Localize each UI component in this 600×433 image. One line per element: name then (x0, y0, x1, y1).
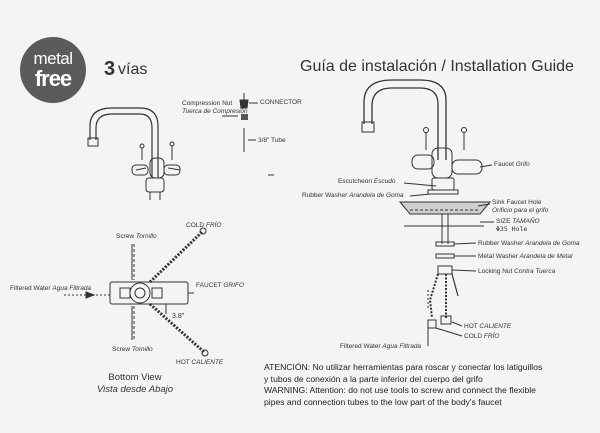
label-rubber-washer-top: Rubber Washer Arandela de Goma (302, 192, 404, 200)
compression-nut-en: Compression Nut (182, 100, 233, 107)
rubber-bottom-en: Rubber Washer (478, 240, 524, 247)
label-cold-right: COLD FRÍO (464, 333, 499, 341)
connector-parts (222, 93, 274, 176)
hot-es: CALIENTE (191, 359, 224, 366)
faucet-right-en: Faucet (494, 161, 514, 168)
locknut-en: Locking Nut (478, 268, 513, 275)
label-filtered-water: Filtered Water Agua Filtrada (10, 285, 91, 293)
escutcheon-es: Escudo (373, 178, 396, 185)
label-connector: CONNECTOR (260, 99, 302, 106)
filtered-right-es: Agua Filtrada (382, 343, 422, 350)
note-es-line1: ATENCIÓN: No utilizar herramientas para … (264, 362, 543, 372)
rubber-top-en: Rubber Washer (302, 192, 348, 199)
compression-nut-es: Tuerca de Compresión (182, 107, 248, 115)
bottom-view-en: Bottom View (108, 372, 162, 383)
faucet-es: GRIFO (223, 282, 244, 289)
locknut-es: Contra Tuerca (514, 268, 556, 275)
label-screw-top: Screw Tornillo (116, 233, 157, 241)
label-sink-hole: Sink Faucet Hole Orificio para el grifo (492, 199, 548, 214)
label-escutcheon: Escutcheon Escudo (338, 178, 395, 186)
logo-line2: free (34, 66, 72, 91)
label-cold: COLD FRÍO (186, 222, 221, 230)
bottom-view-es: Vista desde Abajo (96, 384, 174, 395)
label-tube: 3/8" Tube (258, 137, 286, 144)
note-es-line2: y tubos de conexión a la parte inferior … (264, 373, 483, 384)
sink-hole-es: Orificio para el grifo (492, 206, 549, 214)
cold-right-es: FRÍO (483, 333, 500, 340)
label-metal-washer: Metal Washer Arandela de Metal (478, 253, 572, 261)
hot-right-es: CALIENTE (479, 323, 512, 330)
logo-line1: metal (33, 49, 73, 68)
hot-right-en: HOT (464, 323, 478, 330)
rubber-bottom-es: Arandela de Goma (525, 240, 580, 247)
faucet-en: FAUCET (196, 282, 222, 289)
filtered-es: Agua Filtrada (52, 285, 92, 292)
bottom-view-drawing (64, 227, 209, 357)
label-size-right: SIZE TAMAÑO Φ35 Hole (496, 218, 540, 233)
screw-bottom-es: Tornillo (131, 346, 153, 353)
note-en-line1: WARNING: Attention: do not use tools to … (264, 385, 536, 395)
screw-top-es: Tornillo (135, 233, 157, 240)
faucet-right-es: Grifo (515, 161, 530, 168)
faucet-drawing-large (361, 79, 494, 346)
brand-number: 3 (104, 58, 116, 80)
label-screw-bottom: Screw Tornillo (112, 346, 153, 354)
bottom-view-caption: Bottom View Vista desde Abajo (90, 372, 180, 396)
cold-right-en: COLD (464, 333, 483, 340)
rubber-top-es: Arandela de Goma (349, 192, 404, 199)
metal-washer-en: Metal Washer (478, 253, 518, 260)
note-en-line2: pipes and connection tubes to the low pa… (264, 396, 502, 407)
warning-notes: ATENCIÓN: No utilizar herramientas para … (264, 362, 542, 408)
hot-en: HOT (176, 359, 190, 366)
label-size: 3.8" (172, 313, 185, 320)
metal-washer-es: Arandela de Metal (519, 253, 573, 260)
screw-bottom-en: Screw (112, 346, 131, 353)
label-filtered-water-right: Filtered Water Agua Filtrada (340, 343, 421, 351)
label-faucet-right: Faucet Grifo (494, 161, 530, 169)
size-right-es: TAMAÑO (512, 218, 540, 225)
metal-free-logo: metal free (20, 37, 86, 103)
label-faucet: FAUCET GRIFO (196, 282, 244, 290)
size-right-en: SIZE (496, 218, 511, 225)
page-title: Guía de instalación / Installation Guide (300, 58, 574, 75)
filtered-en: Filtered Water (10, 285, 51, 292)
label-rubber-washer-bottom: Rubber Washer Arandela de Goma (478, 240, 580, 248)
label-hot-right: HOT CALIENTE (464, 323, 511, 331)
sink-hole-en: Sink Faucet Hole (492, 199, 542, 206)
brand-word: vías (118, 61, 148, 78)
hole-size: Φ35 Hole (496, 224, 528, 233)
screw-top-en: Screw (116, 233, 135, 240)
cold-es: FRÍO (205, 222, 222, 229)
cold-en: COLD (186, 222, 205, 229)
label-hot: HOT CALIENTE (176, 359, 223, 367)
escutcheon-en: Escutcheon (338, 178, 372, 185)
faucet-drawing-small (87, 107, 181, 200)
label-locking-nut: Locking Nut Contra Tuerca (478, 268, 555, 276)
label-compression-nut: Compression Nut Tuerca de Compresión (182, 100, 248, 115)
filtered-right-en: Filtered Water (340, 343, 381, 350)
